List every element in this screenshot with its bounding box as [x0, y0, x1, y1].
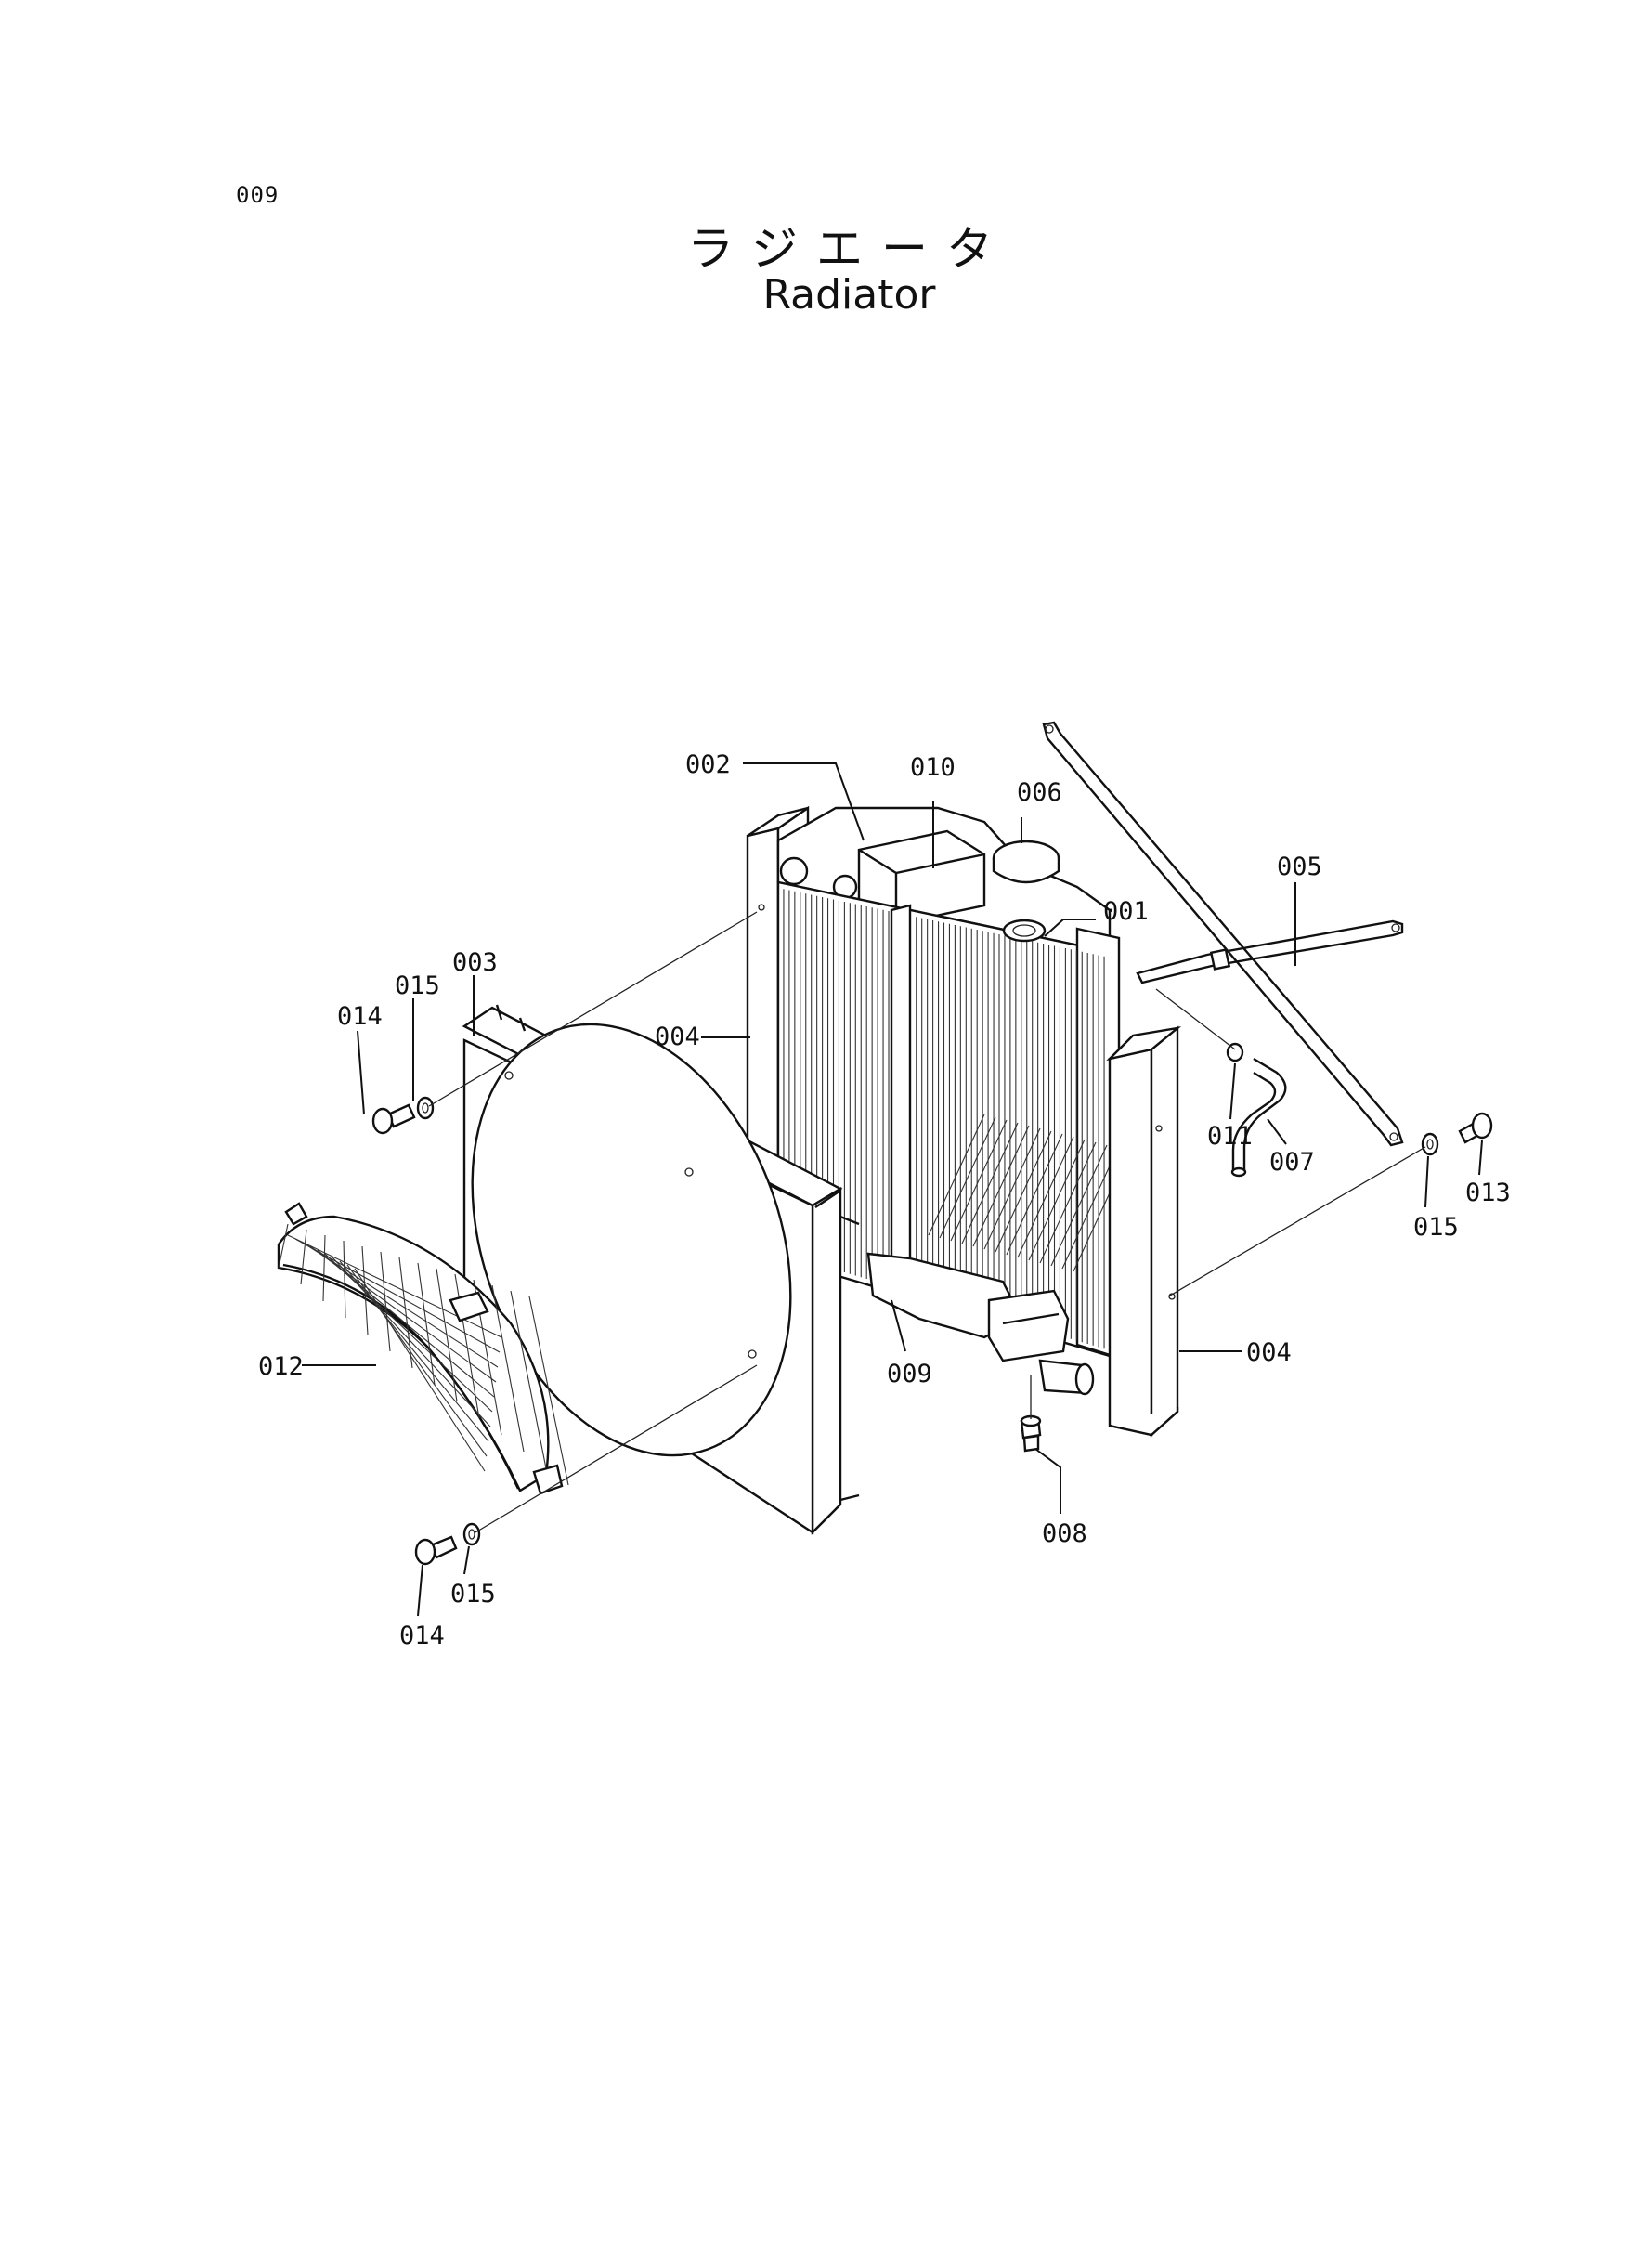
bolt-014-upper: [371, 1103, 416, 1135]
leader-lines: [302, 762, 1483, 1617]
core-shade-line: [961, 1122, 1019, 1244]
callout-013: 013: [1465, 1179, 1511, 1207]
guard-mesh-line: [339, 1260, 489, 1442]
filler-neck-part: [1002, 919, 1047, 943]
guard-mesh-line: [343, 1240, 346, 1319]
support-rod-part: [1042, 721, 1404, 1147]
drain-plug-part: [1020, 1414, 1042, 1453]
callout-014-lower: 014: [399, 1622, 445, 1650]
callout-006: 006: [1017, 778, 1062, 807]
callout-004-right: 004: [1246, 1338, 1292, 1367]
callout-014-upper: 014: [337, 1002, 383, 1031]
guard-mesh-line: [287, 1234, 502, 1338]
callout-003: 003: [452, 948, 498, 977]
callout-008: 008: [1042, 1519, 1087, 1548]
callout-010: 010: [910, 753, 956, 782]
page-title-japanese: ラジエータ: [687, 222, 1011, 276]
guard-mesh-line: [346, 1264, 488, 1457]
fan-shroud-part: [462, 1004, 860, 1535]
core-shade-line: [1006, 1133, 1063, 1256]
core-shade-line: [1039, 1141, 1097, 1264]
bolt-013-right: [1458, 1112, 1493, 1144]
callout-015-right: 015: [1413, 1213, 1459, 1242]
bolt-014-lower: [414, 1535, 458, 1566]
guard-mesh-line: [300, 1229, 307, 1285]
page-title-english: Radiator: [762, 271, 936, 319]
right-side-support-part: [1106, 1025, 1182, 1438]
fan-guard-mesh: [278, 1223, 569, 1486]
callout-007: 007: [1269, 1148, 1315, 1177]
bottom-tank-part: [866, 1252, 1095, 1396]
assembly-guide-lines: [428, 911, 1426, 1533]
hose-clamp-part: [1226, 1042, 1244, 1062]
guard-mesh-line: [510, 1290, 547, 1469]
washer-015-upper: [416, 1096, 435, 1120]
core-shade-line: [1050, 1144, 1108, 1267]
callout-002: 002: [685, 750, 731, 779]
callout-015-upper: 015: [395, 971, 440, 1000]
washer-015-right: [1421, 1132, 1439, 1156]
guard-mesh-line: [332, 1257, 491, 1427]
callout-001: 001: [1103, 897, 1149, 926]
callout-labels: 002 010 006 001 005 003 015 014 004 011 …: [258, 750, 1511, 1650]
callout-015-lower: 015: [450, 1580, 496, 1609]
callout-004-left: 004: [655, 1023, 700, 1051]
guard-mesh-line: [354, 1268, 486, 1472]
guard-mesh-line: [322, 1234, 326, 1302]
core-shade-line: [995, 1130, 1052, 1253]
callout-005: 005: [1277, 853, 1322, 881]
core-shade-line: [1017, 1136, 1074, 1258]
guard-mesh-line: [528, 1296, 569, 1486]
guard-mesh-line: [398, 1257, 413, 1369]
washer-015-lower: [462, 1522, 481, 1546]
core-shade-line: [950, 1119, 1008, 1242]
core-shade-line: [939, 1116, 996, 1239]
fan-guard-part: [277, 1202, 569, 1495]
callout-009: 009: [887, 1360, 932, 1388]
page-number: 009: [236, 182, 280, 208]
core-shade-line: [983, 1127, 1041, 1250]
overflow-hose-part: [1230, 1057, 1287, 1178]
core-shade-line: [972, 1125, 1030, 1247]
radiator-cap-part: [992, 840, 1060, 884]
core-shade-line: [1028, 1139, 1086, 1261]
guard-mesh-line: [278, 1223, 289, 1269]
callout-012: 012: [258, 1352, 304, 1381]
callout-011: 011: [1207, 1122, 1253, 1151]
core-shade-line: [928, 1114, 985, 1236]
guard-mesh-line: [491, 1284, 525, 1453]
guard-mesh-line: [361, 1245, 369, 1335]
